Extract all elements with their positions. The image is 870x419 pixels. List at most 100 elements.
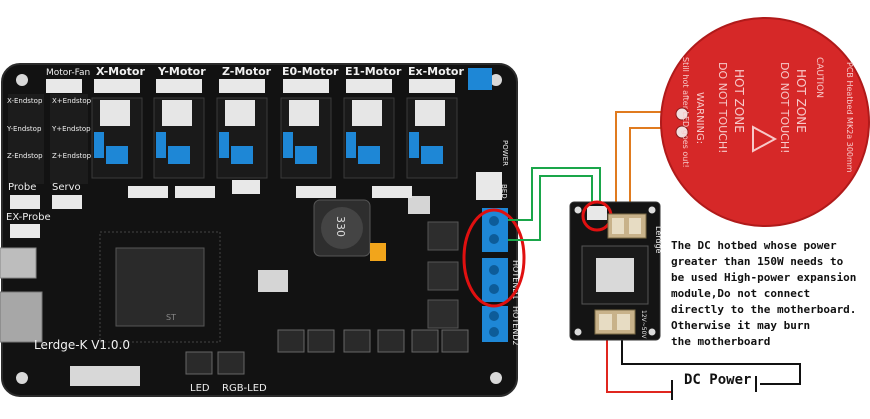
connector [232,180,260,194]
blue-terminals: HOTEND1 HOTEND2 [482,208,520,346]
probe-connector [10,195,40,209]
hotend2-label: HOTEND2 [511,306,520,346]
driver-pins [346,132,356,158]
component [408,196,430,214]
mosfet [427,221,459,251]
motherboard: Motor-Fan X-Motor Y-Motor Z-Motor E0-Mot… [0,63,526,397]
ex-probe-label: EX-Probe [6,212,51,223]
motor-connector [156,79,202,93]
motor-label: X-Motor [96,65,145,78]
driver-pins [283,132,293,158]
motor-label: E1-Motor [345,65,402,78]
terminal-hotend1 [482,258,508,302]
bottom-connector [217,351,245,375]
motor-label: E0-Motor [282,65,339,78]
driver-pins [219,132,229,158]
endstop-label: Y+Endstop [51,125,91,133]
dc-power-label: DC Power [684,372,752,388]
jumper-block [106,146,128,164]
note-line: module,Do not connect [671,287,811,300]
screw [489,234,499,244]
motor-connector [409,79,455,93]
mount-hole [16,74,28,86]
mcu-logo: ST [166,313,176,322]
bottom-connector [185,351,213,375]
bottom-connector [343,329,371,353]
heatbed-pad [675,125,689,139]
usb-port [0,247,37,279]
jumper-block [231,146,253,164]
jumper-block [421,146,443,164]
green-wire [508,175,593,241]
terminal-screw [629,218,641,234]
do-not-touch-label: DO NOT TOUCH! [716,62,729,154]
heatbed-disc [660,17,870,227]
dc-positive-wire [606,336,672,393]
endstop-area: X-Endstop X+Endstop Y-Endstop Y+Endstop … [6,94,92,238]
signal-input [587,206,607,220]
capacitor [370,243,386,261]
driver-pins [94,132,104,158]
note-line: the motherboard [671,335,771,348]
motor-connector [94,79,140,93]
jumper-block [295,146,317,164]
mount-hole [574,328,582,336]
bottom-connector [377,329,405,353]
driver-chip [415,100,445,126]
hotbed-warning-note: The DC hotbed whose power greater than 1… [671,238,867,350]
screw [489,327,499,337]
do-not-touch-label: DO NOT TOUCH! [778,62,791,154]
servo-label: Servo [52,182,81,193]
probe-label: Probe [8,182,36,193]
inductor-core [321,207,363,249]
note-line: The DC hotbed whose power [671,239,837,252]
mount-hole [490,74,502,86]
terminal-screw [612,218,624,234]
warning-triangle-icon [752,125,778,153]
motor-connector [283,79,329,93]
ex-probe-connector [10,224,40,238]
terminal-bed [482,208,508,252]
motor-label: Z-Motor [222,65,272,78]
mcu-pins [99,231,221,343]
motor-label: Ex-Motor [408,65,464,78]
terminal-screw [617,314,630,330]
driver-chip [225,100,255,126]
motor-labels: Motor-Fan X-Motor Y-Motor Z-Motor E0-Mot… [46,65,464,78]
mount-hole [16,372,28,384]
mount-hole [648,328,656,336]
bottom-connector [277,329,305,353]
endstop-label: Y-Endstop [6,125,42,133]
driver-chip [100,100,130,126]
mosfet [427,261,459,291]
bed-header [476,172,502,200]
bottom-connector [441,329,469,353]
orange-wire [629,127,662,212]
led-label: LED [190,383,210,394]
connector [372,186,412,198]
hotend1-label: HOTEND1 [511,260,520,300]
bed-terminal-highlight [462,208,526,308]
bottom-connector [411,329,439,353]
screw [489,265,499,275]
mosfet [427,299,459,329]
green-wire [508,167,601,221]
power-label: POWER [501,140,509,166]
module-brand: Lerdge [654,226,663,254]
jumper-block [168,146,190,164]
ribbon-connector [70,366,140,386]
hot-zone-label: HOT ZONE [794,69,808,133]
wires [508,111,801,400]
driver-chip [162,100,192,126]
connector [296,186,336,198]
dc-negative-wire [621,336,801,385]
mcu-chip [115,247,205,327]
hot-zone-label: HOT ZONE [732,69,746,133]
sd-slot [0,291,43,343]
note-line: greater than 150W needs to [671,255,844,268]
endstop-label: Z-Endstop [7,152,43,160]
connector [128,186,168,198]
mount-hole [648,206,656,214]
